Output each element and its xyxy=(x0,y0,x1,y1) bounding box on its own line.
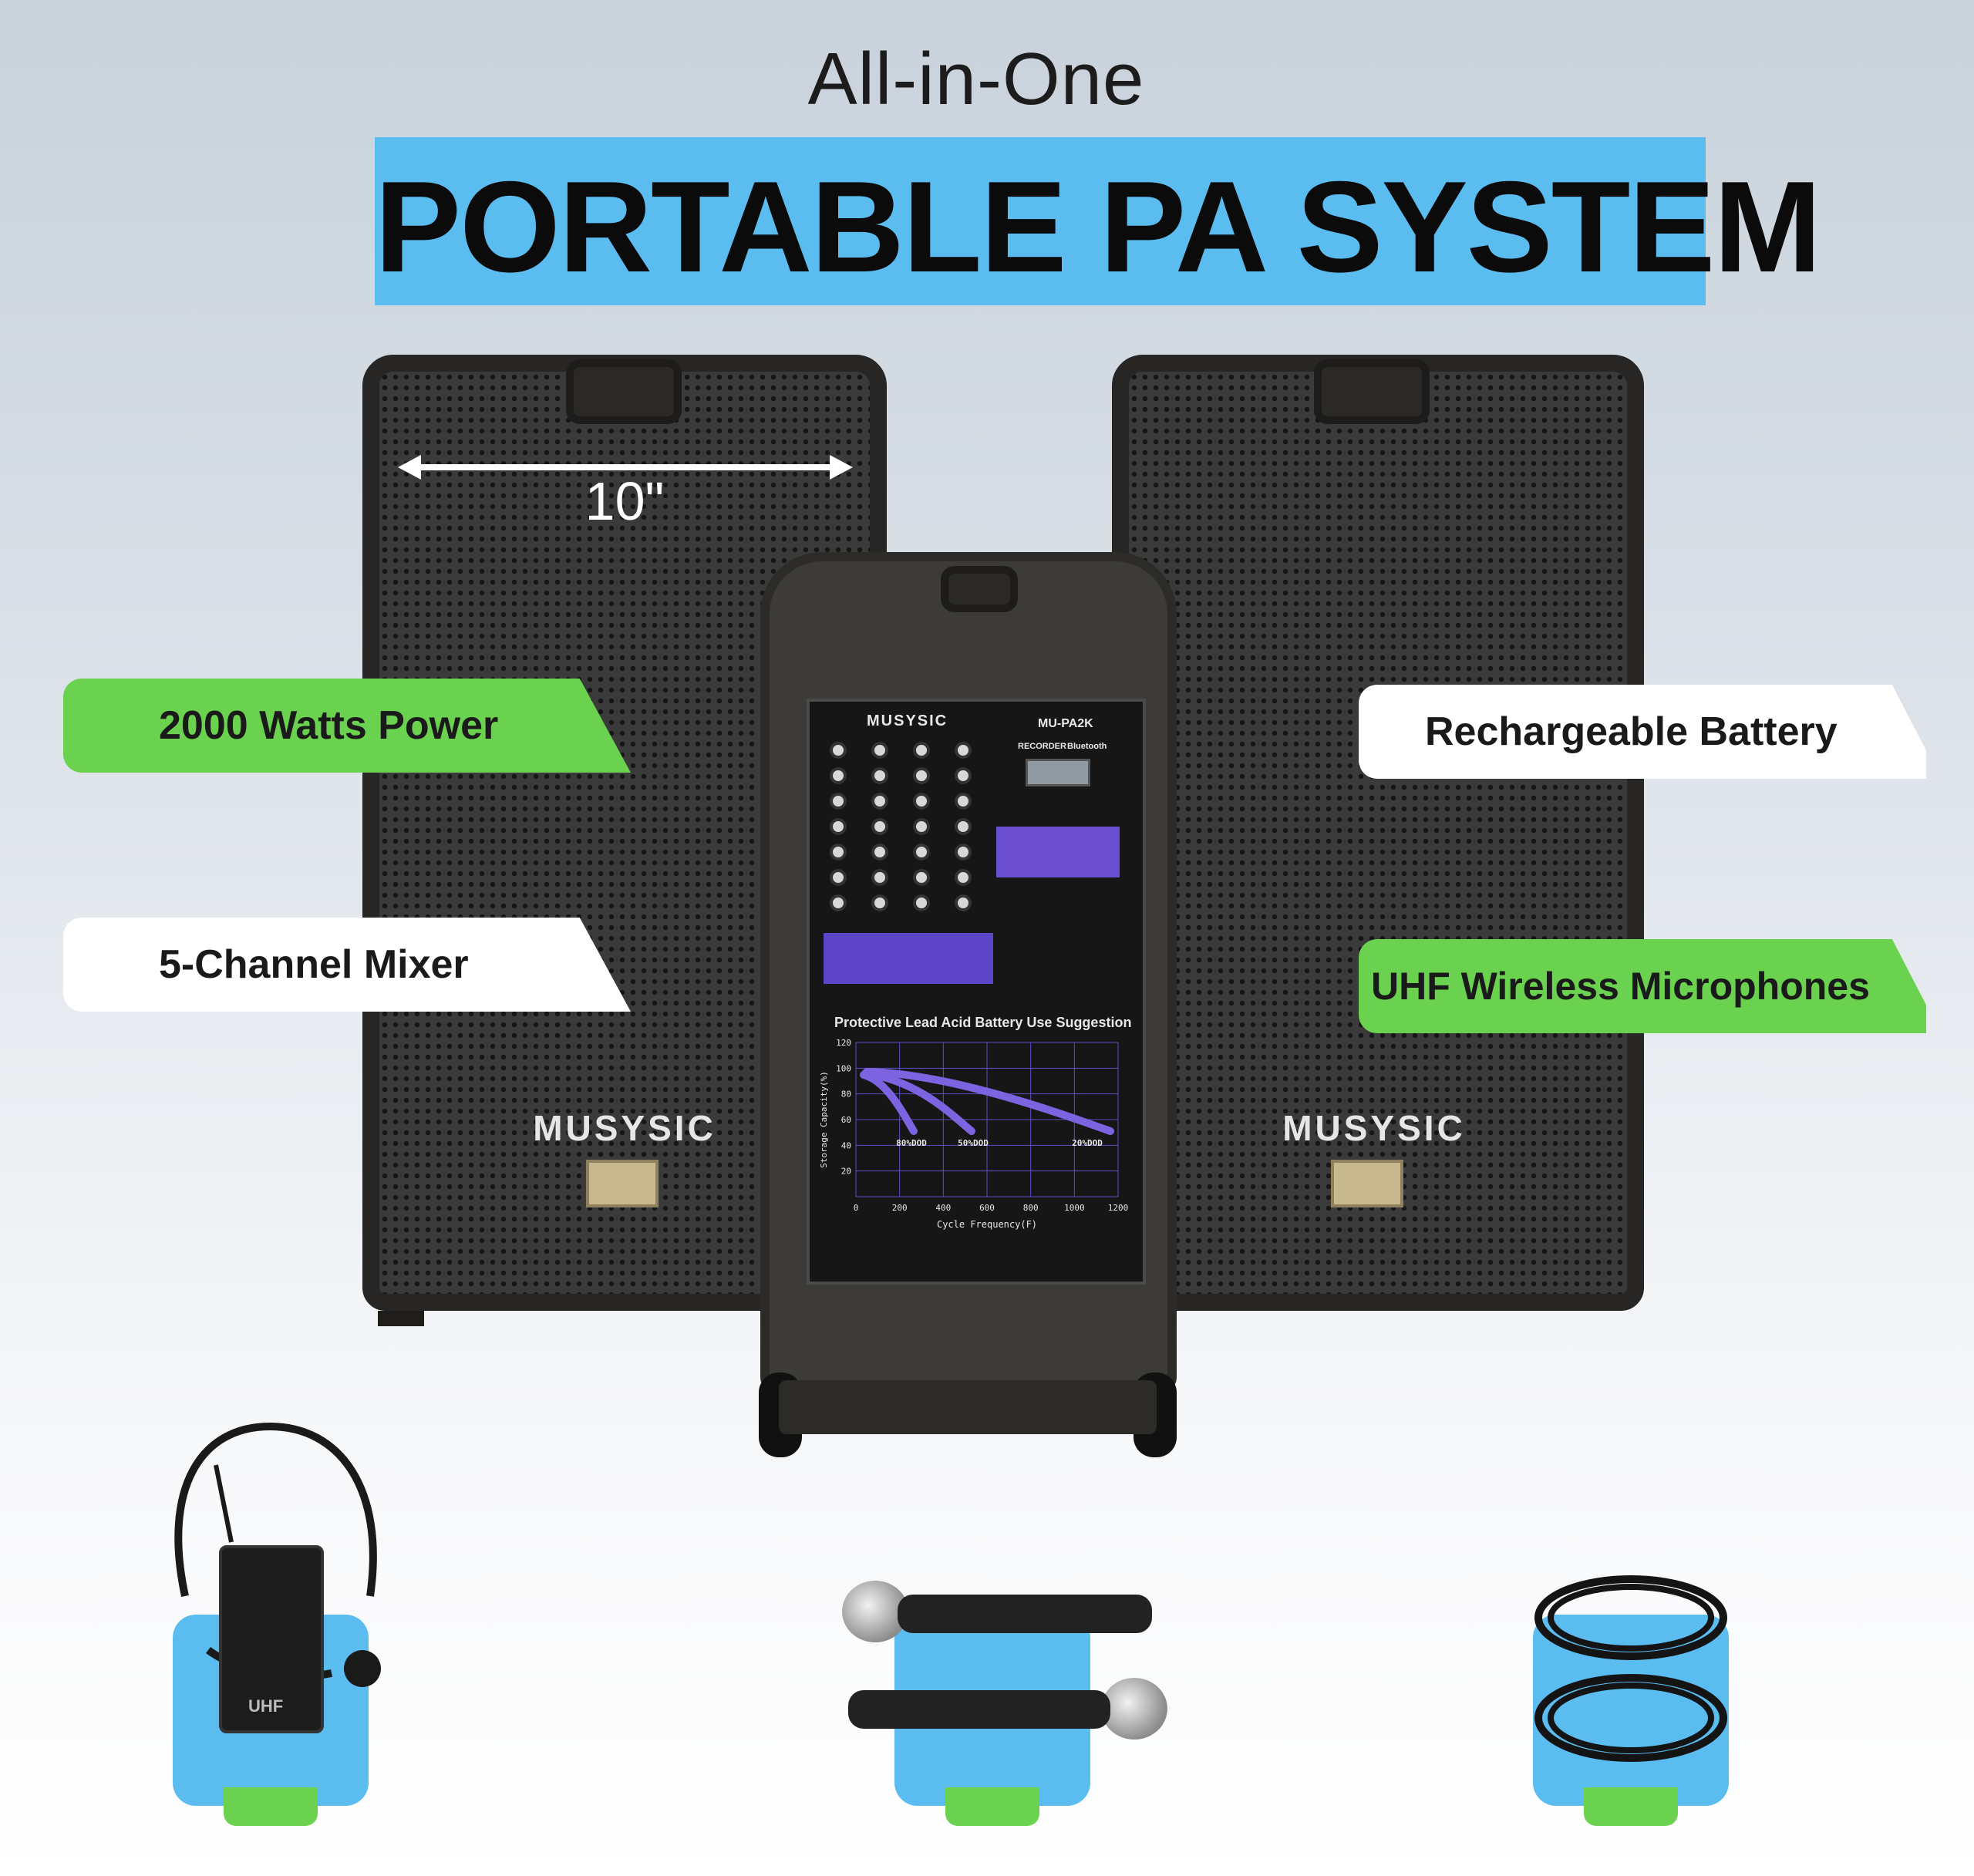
feature-tag-battery: Rechargeable Battery xyxy=(1359,685,1926,779)
mixer-brand: MUSYSIC xyxy=(867,712,948,729)
mixer-knob[interactable] xyxy=(830,894,847,911)
mixer-knob[interactable] xyxy=(830,767,847,784)
chart-x-axis-label: Cycle Frequency(F) xyxy=(937,1219,1037,1230)
chart-y-tick: 80 xyxy=(841,1090,851,1100)
battery-chart-title: Protective Lead Acid Battery Use Suggest… xyxy=(834,1015,1132,1030)
speaker-left-brand: MUSYSIC xyxy=(533,1108,716,1148)
mixer-knob[interactable] xyxy=(830,844,847,861)
mixer-knob[interactable] xyxy=(955,742,972,759)
mixer-knob[interactable] xyxy=(871,793,888,810)
feature-tag-label: 2000 Watts Power xyxy=(159,703,499,748)
accessory-cables-tab xyxy=(1584,1787,1678,1826)
title-highlight-band xyxy=(375,137,1706,305)
microphone-head-icon xyxy=(1101,1678,1167,1740)
feature-tag-label: Rechargeable Battery xyxy=(1425,709,1838,754)
mixer-knob[interactable] xyxy=(830,869,847,886)
recorder-display xyxy=(1026,759,1090,786)
chart-x-tick: 0 xyxy=(854,1203,859,1213)
microphone-head-icon xyxy=(842,1581,908,1642)
mixer-knob[interactable] xyxy=(871,869,888,886)
mixer-knob[interactable] xyxy=(913,742,930,759)
chart-y-axis-label: Storage Capacity(%) xyxy=(819,1071,829,1168)
accessory-mics-tab xyxy=(945,1787,1039,1826)
bodypack-transmitter xyxy=(219,1545,324,1733)
feature-tag-wireless: UHF Wireless Microphones xyxy=(1359,939,1926,1033)
mixer-panel xyxy=(807,699,1146,1285)
speaker-right xyxy=(1112,355,1644,1311)
mixer-knob[interactable] xyxy=(955,894,972,911)
header-subtitle: All-in-One xyxy=(807,38,1145,120)
chart-curve xyxy=(863,1068,1114,1135)
accessory-headset-tab xyxy=(224,1787,318,1826)
width-arrow-icon xyxy=(398,455,853,480)
mixer-knob[interactable] xyxy=(913,869,930,886)
mixer-knob[interactable] xyxy=(913,793,930,810)
mixer-knob[interactable] xyxy=(871,818,888,835)
mixer-knob[interactable] xyxy=(955,844,972,861)
chart-curve-label: 20%DOD xyxy=(1072,1138,1103,1148)
mixer-knob[interactable] xyxy=(871,894,888,911)
chart-x-tick: 200 xyxy=(892,1203,908,1213)
chart-curve xyxy=(861,1069,975,1135)
feature-tag-label: 5-Channel Mixer xyxy=(159,942,469,987)
chart-curve-label: 50%DOD xyxy=(958,1138,989,1148)
chart-y-tick: 120 xyxy=(836,1038,851,1048)
mixer-knob[interactable] xyxy=(871,767,888,784)
feature-tag-mixer: 5-Channel Mixer xyxy=(63,918,631,1012)
mixer-knob[interactable] xyxy=(871,844,888,861)
input-jacks-panel xyxy=(824,933,993,984)
mixer-knob[interactable] xyxy=(955,767,972,784)
mixer-knob[interactable] xyxy=(871,742,888,759)
speaker-width-label: 10" xyxy=(584,471,665,531)
chart-x-tick: 800 xyxy=(1023,1203,1039,1213)
mixer-knob[interactable] xyxy=(955,818,972,835)
chart-x-tick: 1000 xyxy=(1064,1203,1085,1213)
bluetooth-label: Bluetooth xyxy=(1067,742,1107,751)
mixer-knob[interactable] xyxy=(913,818,930,835)
mixer-knob[interactable] xyxy=(913,844,930,861)
mixer-knob[interactable] xyxy=(830,818,847,835)
chart-x-tick: 600 xyxy=(979,1203,995,1213)
chart-x-tick: 400 xyxy=(935,1203,951,1213)
chart-y-tick: 20 xyxy=(841,1167,851,1177)
speaker-left-foot xyxy=(378,1311,424,1326)
speaker-right-handle xyxy=(1314,359,1430,424)
page-title: PORTABLE PA SYSTEM xyxy=(375,154,1821,299)
chart-y-tick: 40 xyxy=(841,1140,851,1150)
speaker-right-badge-icon xyxy=(1331,1160,1403,1207)
mixer-knobs[interactable] xyxy=(830,742,992,924)
mixer-knob[interactable] xyxy=(913,894,930,911)
feature-tag-label: UHF Wireless Microphones xyxy=(1371,965,1870,1008)
mixer-knob[interactable] xyxy=(830,793,847,810)
chart-y-tick: 60 xyxy=(841,1115,851,1125)
cable-coil-icon xyxy=(1534,1575,1727,1762)
mixer-knob[interactable] xyxy=(955,793,972,810)
equalizer-panel xyxy=(996,827,1120,877)
mixer-knob[interactable] xyxy=(955,869,972,886)
bodypack-label: UHF xyxy=(248,1696,284,1716)
speaker-left-badge-icon xyxy=(586,1160,659,1207)
mixer-handle xyxy=(941,566,1018,612)
microphone-body-icon xyxy=(848,1690,1110,1729)
feature-tag-power: 2000 Watts Power xyxy=(63,679,631,773)
mixer-model: MU-PA2K xyxy=(1038,717,1093,730)
mixer-knob[interactable] xyxy=(913,767,930,784)
recorder-label: RECORDER xyxy=(1018,742,1066,751)
mixer-knob[interactable] xyxy=(830,742,847,759)
chart-y-tick: 100 xyxy=(836,1063,851,1073)
speaker-left-handle xyxy=(566,359,682,424)
mixer-base xyxy=(779,1380,1157,1434)
microphone-body-icon xyxy=(898,1595,1152,1633)
chart-x-tick: 1200 xyxy=(1108,1203,1129,1213)
chart-curve-label: 80%DOD xyxy=(896,1138,927,1148)
speaker-right-brand: MUSYSIC xyxy=(1282,1108,1466,1148)
